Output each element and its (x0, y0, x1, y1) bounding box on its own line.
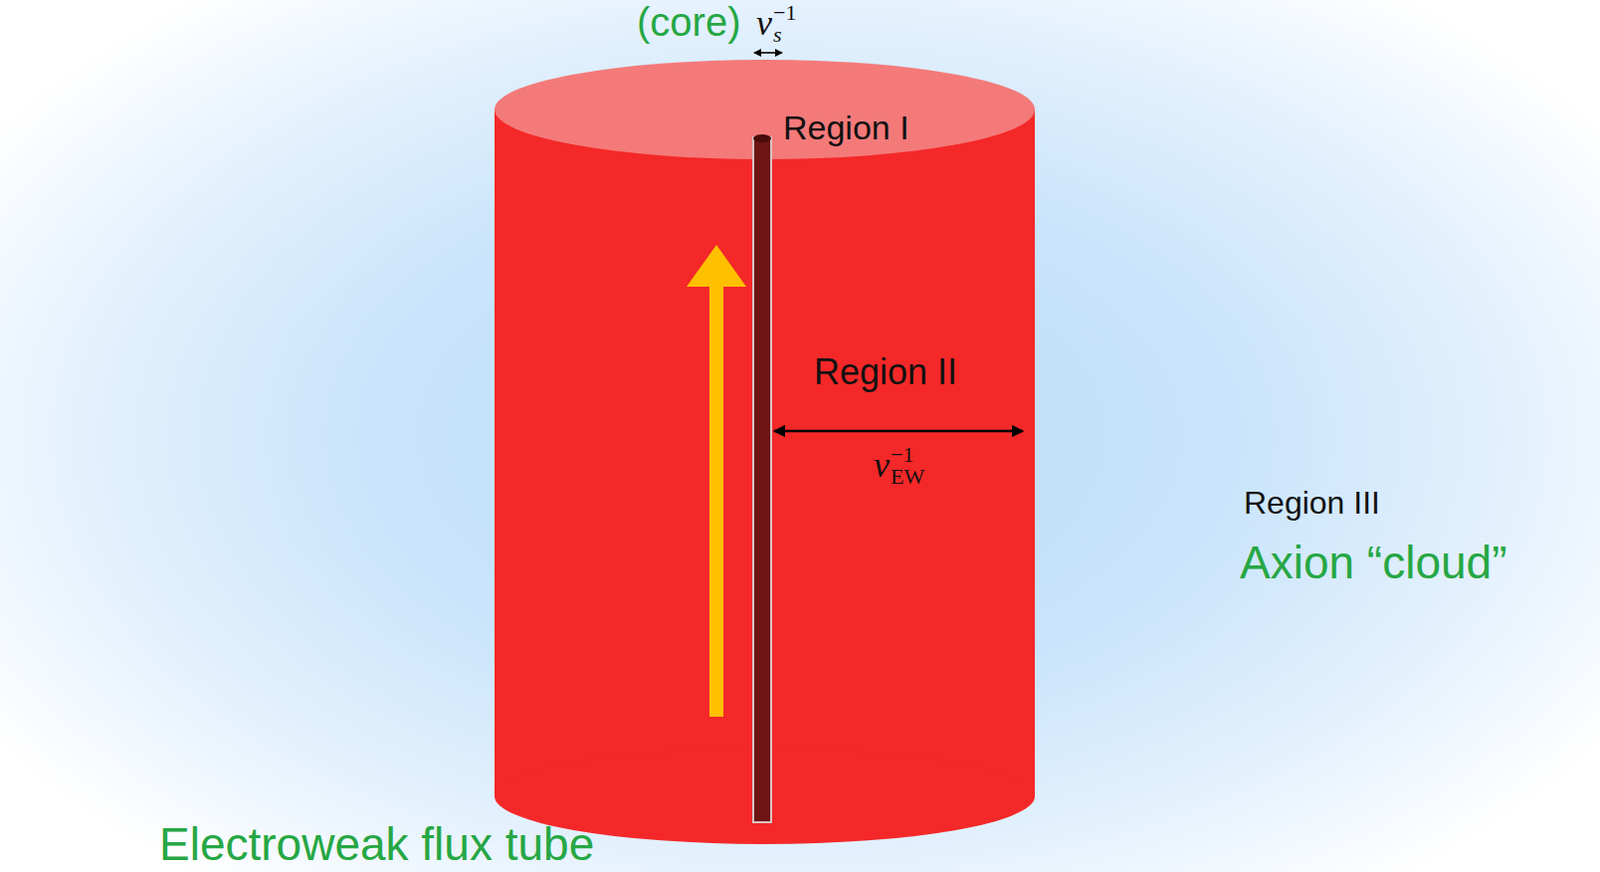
core-caption: (core) (636, 0, 741, 44)
math-superscript: −1 (890, 443, 925, 466)
math-subscript: EW (890, 465, 925, 488)
region-label: Region I (783, 109, 910, 147)
region-width-label: v−1EW (873, 443, 925, 488)
script-stack: −1EW (890, 443, 925, 488)
core-outline (752, 136, 773, 823)
region-label: Region II (813, 352, 958, 393)
core-tube (754, 138, 771, 821)
region-label: Region III (1243, 485, 1381, 521)
region-width-arrow (774, 429, 1023, 433)
script-stack: −1s (773, 1, 797, 46)
flux-tube-caption: Electroweak flux tube (159, 818, 595, 870)
math-subscript: s (773, 23, 797, 46)
math-symbol: v (873, 445, 890, 486)
core-width-arrow (754, 51, 783, 54)
core-width-label: v−1s (756, 1, 797, 46)
axion-cloud-label: Axion “cloud” (1239, 537, 1507, 589)
flux-arrow-head (686, 244, 747, 287)
flux-arrow-shaft (709, 283, 724, 717)
math-symbol: v (756, 3, 773, 44)
core-top (753, 134, 772, 143)
math-superscript: −1 (773, 1, 797, 24)
